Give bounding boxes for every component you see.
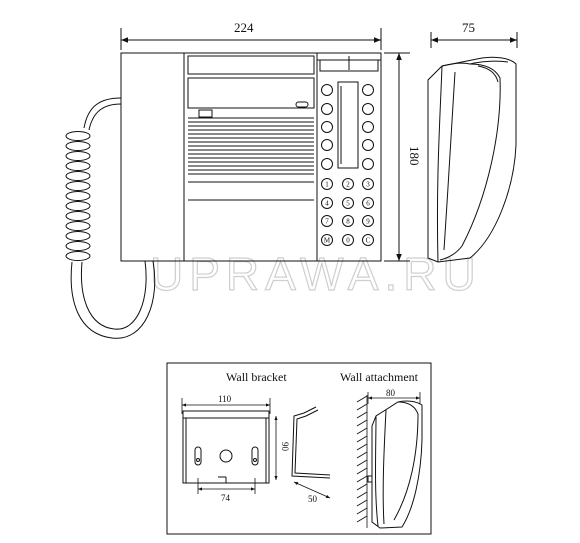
memory-key bbox=[362, 121, 374, 133]
keypad-labels: 1 2 3 4 5 6 7 8 9 M 0 C bbox=[324, 181, 371, 245]
wall-offset-dimension bbox=[367, 392, 421, 404]
wall-hatching bbox=[356, 395, 368, 528]
hole-spacing-label: 74 bbox=[221, 493, 231, 503]
wall-bracket-title: Wall bracket bbox=[226, 370, 287, 384]
base-body bbox=[183, 52, 318, 262]
bracket-height-label: 90 bbox=[280, 442, 290, 452]
key-label: C bbox=[366, 237, 371, 245]
bracket-depth-label: 50 bbox=[308, 494, 318, 504]
center-hole bbox=[219, 449, 233, 463]
memory-key bbox=[362, 158, 374, 170]
key-label: 1 bbox=[325, 181, 329, 189]
height-dimension bbox=[384, 52, 410, 262]
indicator-led bbox=[198, 109, 213, 118]
handset-cord bbox=[65, 97, 156, 339]
memory-key bbox=[362, 103, 374, 115]
wall-attachment-title: Wall attachment bbox=[340, 370, 419, 384]
depth-dimension bbox=[430, 32, 518, 48]
key-label: 0 bbox=[346, 237, 350, 245]
key-label: 2 bbox=[346, 181, 350, 189]
memory-key bbox=[321, 158, 333, 170]
key-label: 3 bbox=[366, 181, 370, 189]
memory-key bbox=[321, 121, 333, 133]
display-window bbox=[337, 81, 359, 169]
intercom-front-view bbox=[120, 52, 382, 262]
memory-key bbox=[321, 103, 333, 115]
memory-key bbox=[321, 84, 333, 96]
key-label: 7 bbox=[325, 218, 329, 226]
mounting-detail-frame bbox=[166, 362, 432, 535]
key-label: 8 bbox=[346, 218, 350, 226]
numeric-keypad bbox=[321, 178, 374, 246]
speaker-grille bbox=[188, 117, 314, 175]
memory-key bbox=[362, 139, 374, 151]
bracket-width-label: 110 bbox=[218, 394, 232, 404]
intercom-wall-mounted bbox=[367, 400, 423, 529]
wall-bracket-front bbox=[182, 410, 270, 484]
keypad-panel bbox=[316, 52, 382, 262]
keyhole-slot bbox=[194, 446, 202, 466]
wall-bracket-side bbox=[291, 406, 331, 479]
indicator-button bbox=[295, 101, 309, 108]
memory-key bbox=[362, 84, 374, 96]
wall-offset-label: 80 bbox=[386, 388, 396, 398]
depth-dimension-label: 75 bbox=[462, 20, 475, 35]
height-dimension-label: 180 bbox=[407, 146, 422, 166]
width-dimension bbox=[120, 28, 382, 50]
keyhole-slot bbox=[251, 446, 259, 466]
width-dimension-label: 224 bbox=[234, 20, 254, 35]
wall-bracket-width-dimension bbox=[181, 398, 271, 414]
memory-key bbox=[321, 139, 333, 151]
intercom-side-view bbox=[427, 56, 517, 263]
key-label: 6 bbox=[366, 200, 370, 208]
bracket-depth-dimension bbox=[293, 481, 331, 499]
key-label: M bbox=[324, 237, 331, 245]
key-label: 4 bbox=[325, 200, 329, 208]
watermark: UPRAWA.RU bbox=[150, 248, 482, 300]
memory-keys bbox=[321, 84, 374, 170]
key-label: 9 bbox=[366, 218, 370, 226]
key-label: 5 bbox=[346, 200, 350, 208]
hole-spacing-dimension bbox=[197, 478, 256, 494]
handset bbox=[120, 52, 185, 262]
